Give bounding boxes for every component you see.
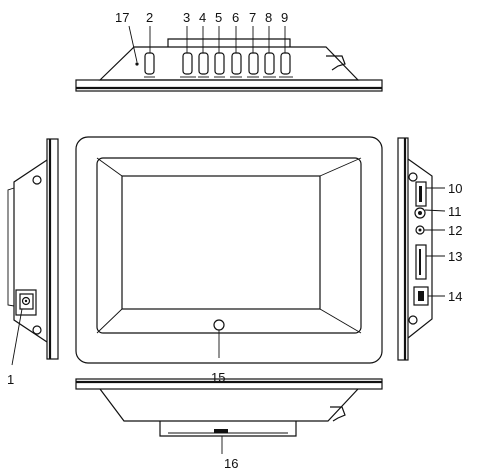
- led-indicator: [135, 62, 139, 66]
- top-view: 17 2 3 4 5 6 7 8 9: [75, 10, 383, 92]
- bottom-housing: [99, 388, 359, 422]
- top-view-housing: [98, 46, 360, 81]
- bottom-stand: [330, 406, 346, 422]
- left-screw-bottom: [32, 325, 42, 335]
- front-inner-bezel: [96, 157, 362, 334]
- callout-3: 3: [183, 10, 190, 25]
- leader-17: [128, 25, 138, 63]
- callout-5: 5: [215, 10, 222, 25]
- button-8: [264, 52, 275, 75]
- front-outer-frame: [75, 136, 383, 364]
- callout-9: 9: [281, 10, 288, 25]
- leader-11: [424, 209, 446, 212]
- right-housing: [407, 158, 433, 339]
- callout-2: 2: [146, 10, 153, 25]
- callout-6: 6: [232, 10, 239, 25]
- bottom-panel: [159, 421, 297, 437]
- top-view-frame-body: [75, 79, 383, 92]
- button-9: [280, 52, 291, 75]
- left-screw-top: [32, 175, 42, 185]
- callout-7: 7: [249, 10, 256, 25]
- bottom-frame-body: [75, 378, 383, 390]
- top-buttons: [144, 52, 291, 75]
- callout-16: 16: [224, 456, 238, 471]
- button-4: [198, 52, 209, 75]
- left-housing: [13, 159, 48, 343]
- callout-14: 14: [448, 289, 462, 304]
- left-frame-edge: [46, 138, 59, 360]
- top-view-stand: [326, 55, 346, 71]
- button-7: [248, 52, 259, 75]
- right-screw-bottom: [408, 315, 418, 325]
- callout-4: 4: [199, 10, 206, 25]
- button-2-power: [144, 52, 155, 75]
- leader-1: [11, 308, 23, 366]
- callout-11: 11: [448, 204, 462, 219]
- button-3: [182, 52, 193, 75]
- callout-8: 8: [265, 10, 272, 25]
- callout-13: 13: [448, 249, 462, 264]
- lcd-screen: [121, 175, 321, 310]
- left-side-view: 1: [7, 138, 59, 387]
- front-view: 15: [75, 136, 383, 385]
- dc-jack-housing: [15, 289, 37, 316]
- top-view-back-panel: [167, 38, 291, 47]
- right-frame-edge: [397, 137, 409, 361]
- button-5: [214, 52, 225, 75]
- right-side-view: 10 11 12 13 14: [397, 137, 462, 361]
- callout-17: 17: [115, 10, 129, 25]
- bottom-view: 16: [75, 378, 383, 471]
- button-6: [231, 52, 242, 75]
- bottom-switch: [214, 429, 228, 433]
- callout-10: 10: [448, 181, 462, 196]
- ir-sensor: [213, 319, 225, 331]
- callout-1: 1: [7, 372, 14, 387]
- right-screw-top: [408, 172, 418, 182]
- callout-12: 12: [448, 223, 462, 238]
